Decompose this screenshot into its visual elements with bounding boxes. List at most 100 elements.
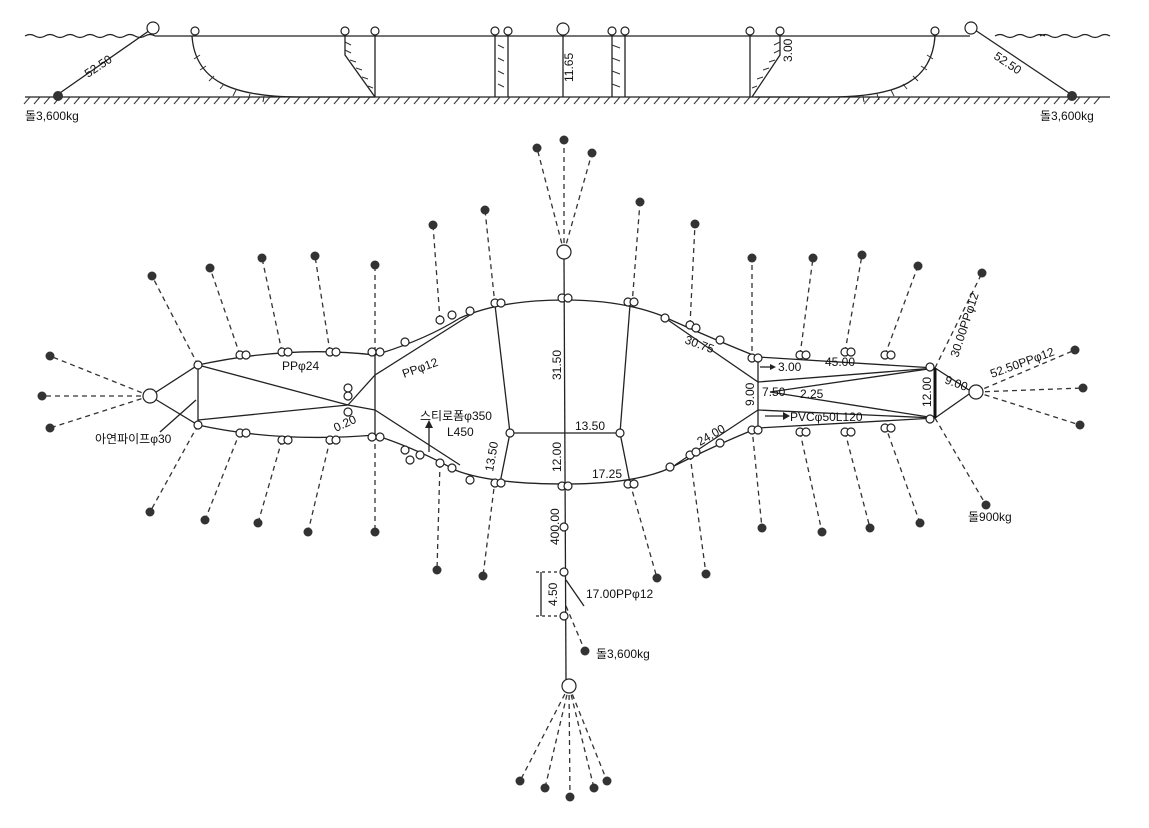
- float-dot: [715, 335, 725, 345]
- floor-hatch-mark: [353, 96, 361, 105]
- side-view: 52.50 52.50 11.65 3.00 돌3,600kg 돌3,600kg: [23, 21, 1111, 123]
- anchor-stone: [37, 391, 47, 401]
- floor-hatch-mark: [603, 96, 611, 105]
- anchor-line: [751, 427, 763, 529]
- floor-hatch-mark: [393, 96, 401, 105]
- floor-hatch-mark: [543, 96, 551, 105]
- float-dot: [629, 479, 639, 489]
- leader-down-label: 400.00: [548, 508, 562, 545]
- right-mid-hatch: [611, 44, 621, 88]
- float-dot: [615, 428, 625, 438]
- floor-hatch-mark: [433, 96, 441, 105]
- main-rope-label: PPφ24: [282, 359, 319, 373]
- anchor-line: [799, 431, 823, 533]
- floor-hatch-mark: [1013, 96, 1021, 105]
- floor-hatch-mark: [753, 96, 761, 105]
- floor-hatch-mark: [43, 96, 51, 105]
- anchor-line: [568, 685, 608, 782]
- floor-hatch-mark: [323, 96, 331, 105]
- anchor-stone: [580, 646, 590, 656]
- floor-hatch-mark: [33, 96, 41, 105]
- floor-hatch-mark: [263, 96, 271, 105]
- zinc-pipe-label: 아연파이프φ30: [95, 432, 172, 446]
- sea-floor-hatching: [23, 96, 1101, 105]
- floor-hatch-mark: [643, 96, 651, 105]
- anchor-line: [975, 387, 1084, 393]
- floor-hatch-mark: [453, 96, 461, 105]
- anchor-stone: [652, 573, 662, 583]
- left-chamber-hatch: [344, 41, 374, 89]
- floor-hatch-mark: [73, 96, 81, 105]
- floor-hatch-mark: [933, 96, 941, 105]
- anchor-stone: [540, 783, 550, 793]
- floor-hatch-mark: [223, 96, 231, 105]
- floor-hatch-mark: [1043, 96, 1051, 105]
- anchor-line: [844, 431, 871, 529]
- left-inner-lower: [197, 404, 349, 421]
- anchor-line: [257, 439, 283, 524]
- anchor-line: [689, 223, 696, 326]
- floor-hatch-mark: [293, 96, 301, 105]
- anchor-line: [307, 439, 331, 533]
- right-anchor-top-label: 30.00PPφ12: [948, 290, 982, 359]
- floor-hatch-mark: [553, 96, 561, 105]
- right-anchor-line: [971, 27, 1073, 96]
- float-dot: [629, 297, 639, 307]
- anchor-stone: [200, 515, 210, 525]
- anchor-stone: [428, 220, 438, 230]
- floor-hatch-mark: [943, 96, 951, 105]
- anchor-stone: [690, 219, 700, 229]
- floor-hatch-mark: [1003, 96, 1011, 105]
- anchor-stone: [480, 205, 490, 215]
- anchor-line: [568, 685, 571, 798]
- anchor-stone: [757, 523, 767, 533]
- float-dot: [563, 481, 573, 491]
- floor-hatch-mark: [563, 96, 571, 105]
- floor-hatch-mark: [123, 96, 131, 105]
- anchor-stone: [45, 351, 55, 361]
- center-leader: [563, 257, 567, 681]
- floor-hatch-mark: [973, 96, 981, 105]
- floor-hatch-mark: [403, 96, 411, 105]
- bottom-right-label: 17.25: [592, 467, 622, 481]
- float-dot: [886, 350, 896, 360]
- float-dot: [846, 427, 856, 437]
- pvc-pipe-label: PVCφ50L120: [790, 410, 863, 424]
- net-outline-upper: [149, 299, 973, 397]
- anchor-stone: [370, 527, 380, 537]
- box-width-label: 13.50: [575, 419, 605, 433]
- float-dot: [375, 347, 385, 357]
- anchor-stone: [915, 518, 925, 528]
- floor-hatch-mark: [593, 96, 601, 105]
- float-dot: [331, 347, 341, 357]
- floor-hatch-mark: [883, 96, 891, 105]
- anchor-line: [204, 431, 241, 521]
- floor-hatch-mark: [923, 96, 931, 105]
- floor-hatch-mark: [143, 96, 151, 105]
- anchor-stone: [205, 263, 215, 273]
- mouth-top-label: 3.00: [778, 360, 802, 374]
- mouth-gap-label: 2.25: [800, 387, 824, 401]
- anchor-stone: [478, 571, 488, 581]
- float-dot: [563, 293, 573, 303]
- bottom-rope: [565, 579, 585, 607]
- anchor-line: [884, 424, 921, 524]
- floor-hatch-mark: [1093, 96, 1101, 105]
- float-dot: [400, 337, 410, 347]
- net-floats: [193, 293, 935, 621]
- floor-hatch-mark: [693, 96, 701, 105]
- anchor-stone: [559, 135, 569, 145]
- anchor-stone: [145, 507, 155, 517]
- floor-hatch-mark: [613, 96, 621, 105]
- float-dot: [447, 463, 457, 473]
- floor-hatch-mark: [203, 96, 211, 105]
- float-dot: [665, 462, 675, 472]
- anchor-stone: [257, 253, 267, 263]
- net-outline-lower: [149, 391, 973, 485]
- floor-hatch-mark: [573, 96, 581, 105]
- anchor-line: [631, 201, 641, 306]
- right-chamber-hatch: [751, 41, 781, 89]
- box-bottom-label: 12.00: [550, 442, 564, 472]
- anchor-line: [629, 482, 658, 579]
- water-surface-right: [994, 33, 1111, 39]
